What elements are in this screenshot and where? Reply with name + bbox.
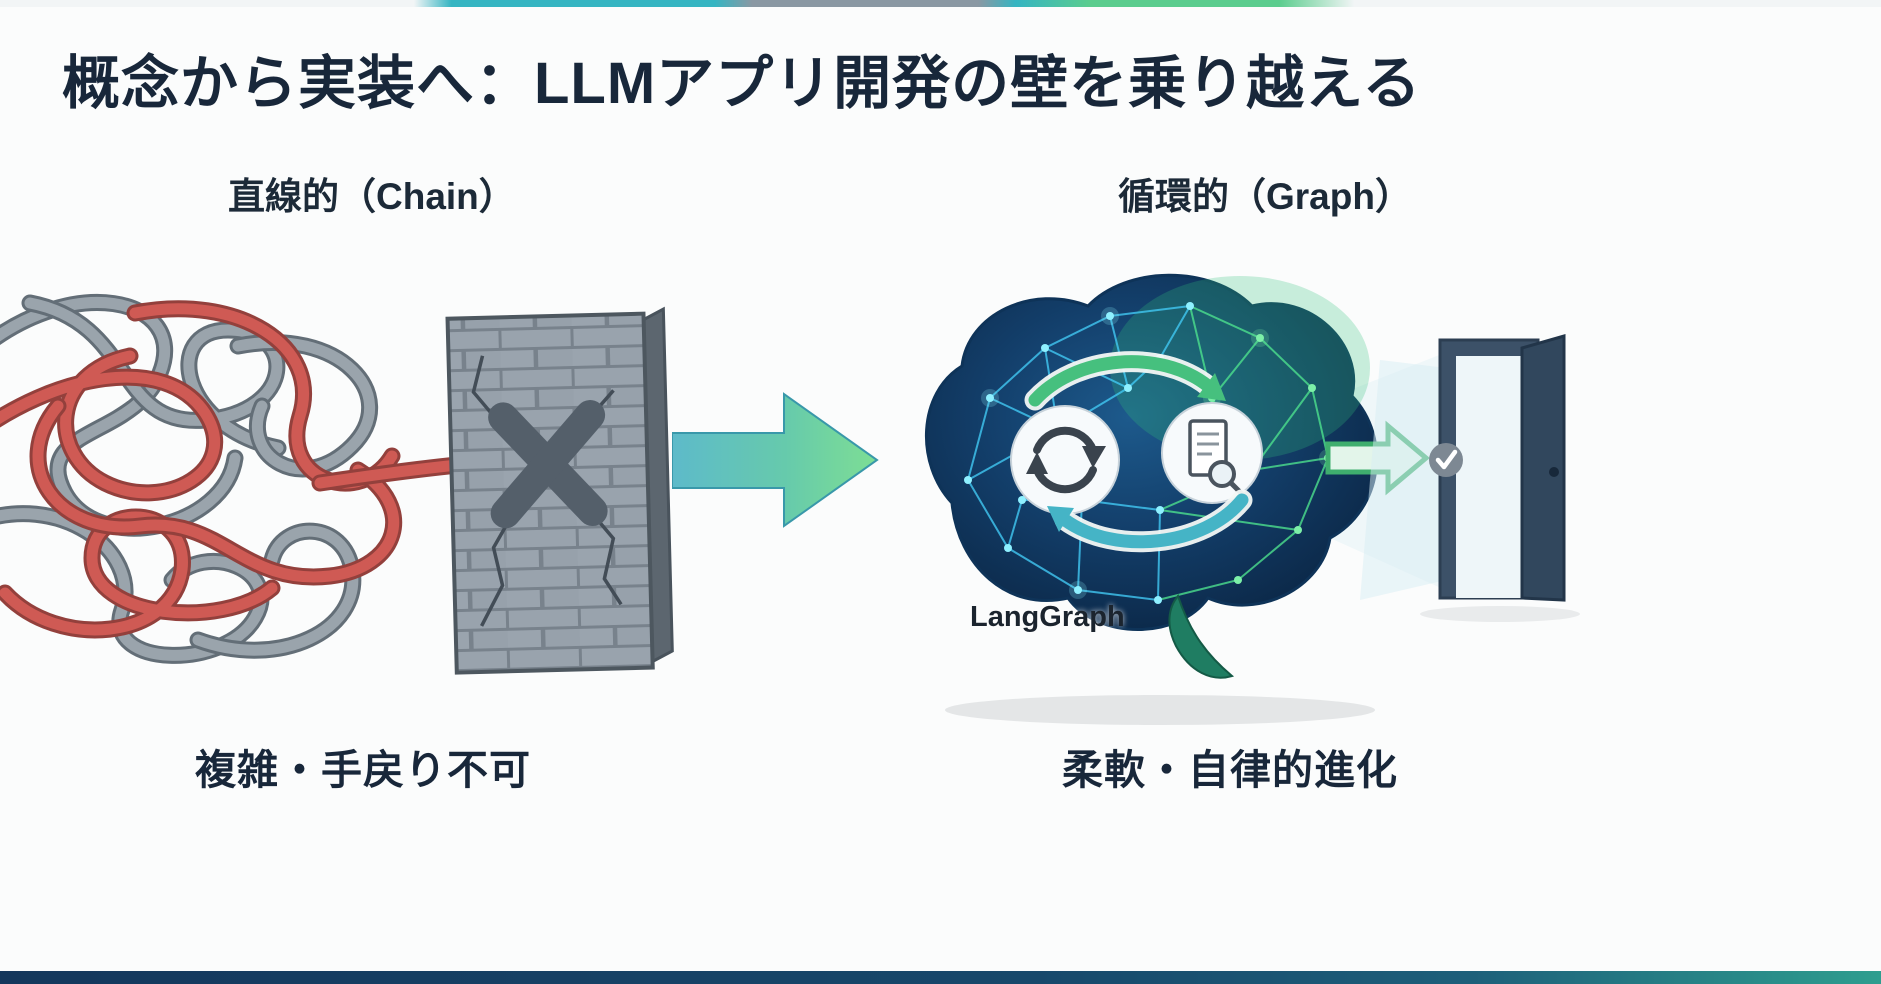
right-caption: 柔軟・自律的進化 (1062, 747, 1398, 793)
langgraph-label: LangGraph (970, 601, 1125, 633)
bottom-accent-bar (0, 971, 1881, 984)
brick-wall-icon (445, 306, 674, 675)
left-column-label: 直線的（Chain） (228, 176, 516, 217)
brain-network-icon (925, 273, 1379, 679)
refresh-cycle-icon (1010, 405, 1120, 515)
door-shadow (1420, 606, 1580, 622)
tangled-chain-illustration (0, 288, 674, 675)
page-title: 概念から実装へ：LLMアプリ開発の壁を乗り越える (62, 51, 1422, 116)
tangled-wires-icon (0, 302, 468, 655)
top-accent-bar (0, 0, 1881, 7)
open-door-icon (1360, 334, 1566, 602)
brain-shadow (945, 695, 1375, 725)
left-caption: 複雑・手戻り不可 (195, 747, 531, 793)
loop-arrows-icon (1024, 351, 1253, 553)
document-search-icon (1161, 402, 1263, 504)
brain-stem (1168, 593, 1235, 679)
x-mark-icon (488, 400, 608, 529)
right-column-label: 循環的（Graph） (1118, 176, 1412, 217)
transition-arrow-icon (672, 392, 879, 528)
check-circle-icon (1429, 443, 1463, 477)
brain-to-door-illustration (925, 273, 1580, 725)
